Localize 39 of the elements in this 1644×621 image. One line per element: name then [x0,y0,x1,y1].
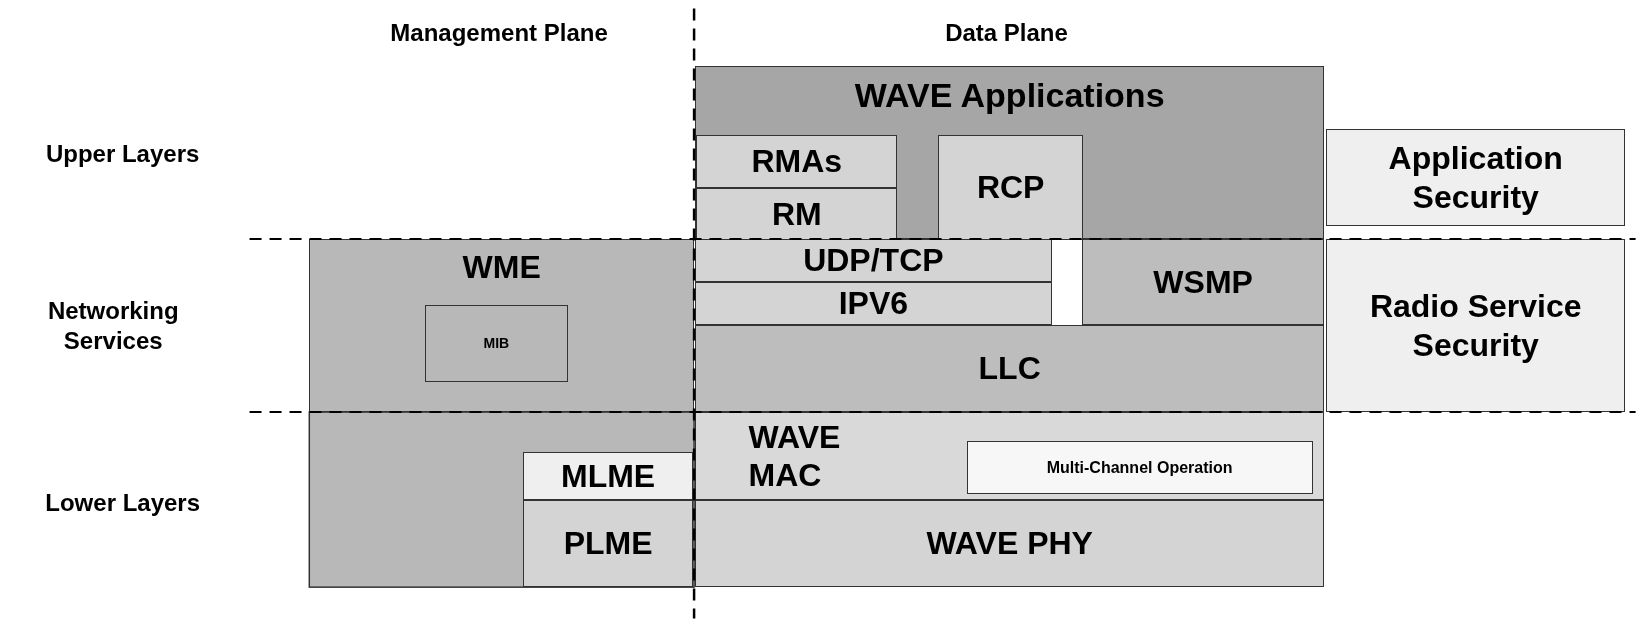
plane-heading: Management Plane [390,17,608,48]
stack-layer-box [938,135,1083,241]
layer-label: RCP [976,168,1045,207]
layer-label: WAVE Applications [854,75,1165,116]
stack-layer-box [695,500,1325,588]
stack-layer-box [695,66,1325,240]
stack-layer-box [1082,239,1325,325]
layer-heading: Upper Layers [45,139,200,170]
stack-layer-box [696,187,898,241]
management-box [309,239,695,413]
stack-layer-box [695,412,1325,501]
layer-label: WAVE PHY [926,524,1093,563]
layer-label: RM [771,194,822,233]
layer-label: WSMP [1153,262,1253,302]
security-box [1326,128,1626,227]
layer-heading: Networking Services [46,296,180,357]
layer-label: RMAs [751,142,843,181]
stack-layer-box [696,135,898,188]
management-box [523,500,693,588]
layer-label: MIB [483,334,510,352]
sub-function-box [966,441,1313,494]
layer-heading: Lower Layers [45,488,200,519]
layer-label: PLME [563,524,653,563]
plane-heading: Data Plane [945,17,1068,48]
stack-layer-box [695,239,1052,283]
layer-label: MLME [561,456,656,496]
layer-label: LLC [978,349,1041,388]
layer-label: UDP/TCP [803,241,944,280]
layer-label: IPV6 [838,284,909,323]
layer-label: Multi-Channel Operation [1046,457,1233,478]
management-box [523,451,693,501]
layer-label: WME [462,248,541,287]
layer-label: Application Security [1387,139,1564,217]
mib-box [424,305,569,382]
stack-layer-box [695,325,1325,413]
security-box [1326,239,1626,413]
layer-label: WAVE MAC [748,417,842,495]
stack-layer-box [695,282,1052,325]
layer-label: Radio Service Security [1368,287,1583,364]
